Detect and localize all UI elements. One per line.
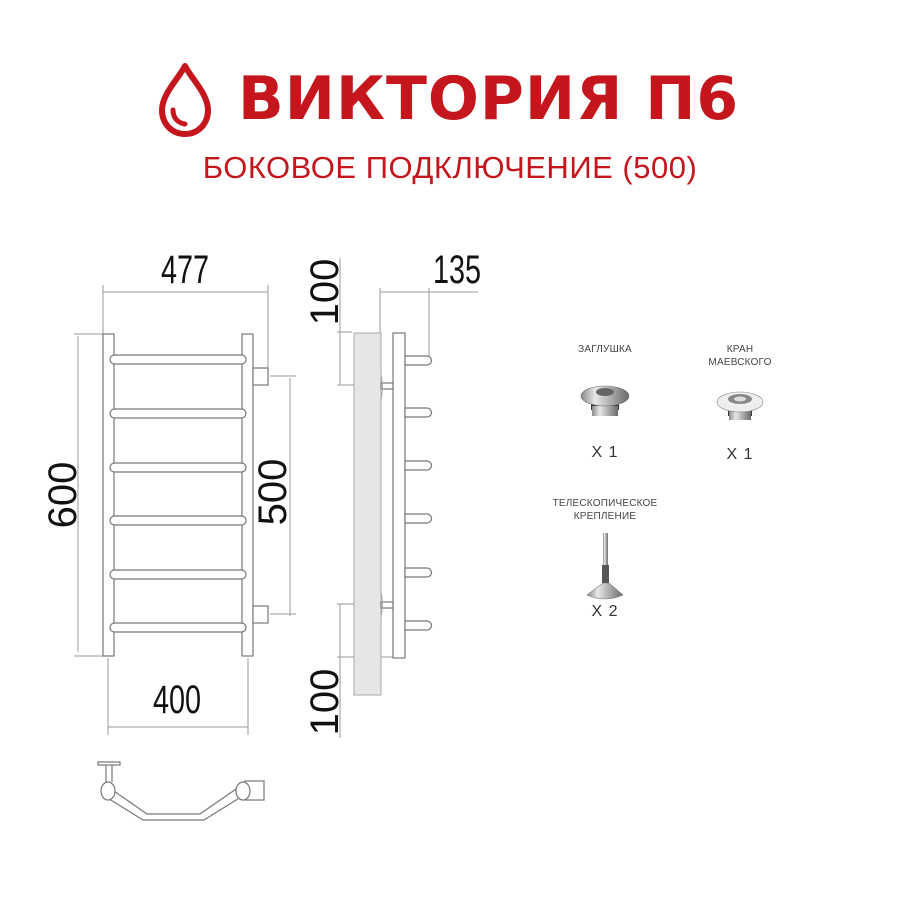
accessory-label: КРЕПЛЕНИЕ (573, 511, 637, 522)
dim-width-overall: 477 (160, 248, 210, 292)
air-valve-icon (690, 382, 790, 446)
accessory-telescopic-mount: ТЕЛЕСКОПИЧЕСКОЕ КРЕПЛЕНИЕ X 2 (545, 497, 665, 621)
water-drop-icon (152, 62, 218, 138)
accessory-plug: ЗАГЛУШКА X 1 (555, 343, 655, 462)
accessory-air-valve: КРАН МАЕВСКОГО X 1 (690, 343, 790, 464)
accessory-label: МАЕВСКОГО (708, 357, 772, 368)
accessory-label: ТЕЛЕСКОПИЧЕСКОЕ (552, 498, 658, 509)
accessory-qty: X 1 (591, 444, 619, 461)
product-title: ВИКТОРИЯ П6 (238, 64, 740, 134)
accessory-label: ЗАГЛУШКА (578, 344, 632, 355)
dim-depth: 135 (432, 248, 482, 292)
telescopic-mount-icon (545, 529, 665, 601)
plug-cap-icon (555, 376, 655, 446)
product-subtitle: БОКОВОЕ ПОДКЛЮЧЕНИЕ (500) (202, 150, 698, 185)
accessory-label: КРАН (726, 344, 754, 355)
accessory-qty: X 2 (591, 603, 619, 620)
accessory-qty: X 1 (726, 446, 754, 463)
dim-width-between-posts: 400 (152, 678, 202, 722)
